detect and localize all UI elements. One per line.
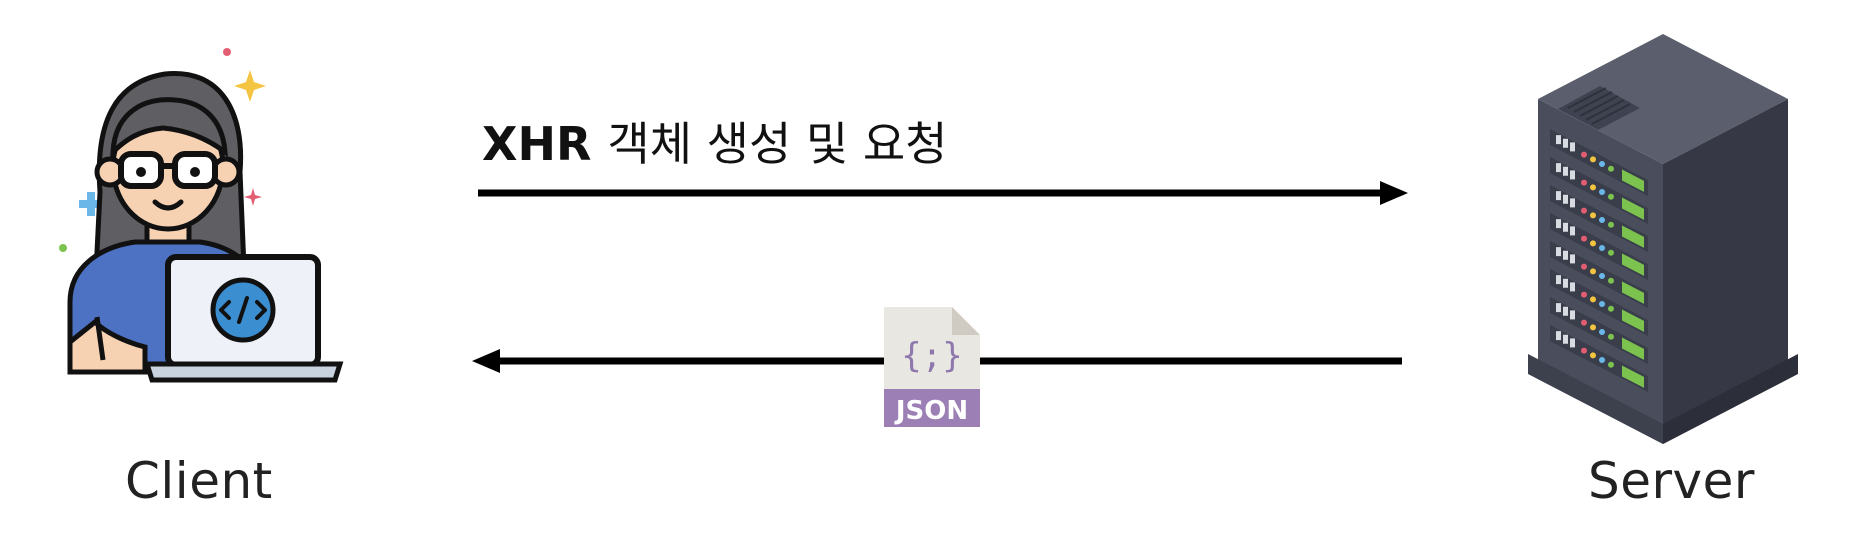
server-label: Server: [1588, 452, 1755, 510]
server-rack-icon: [1528, 34, 1798, 444]
request-label-prefix: XHR: [482, 117, 592, 171]
json-file-label: JSON: [894, 396, 968, 426]
developer-with-laptop-icon: [59, 48, 344, 383]
request-label: XHR 객체 생성 및 요청: [482, 108, 948, 174]
request-label-text: 객체 생성 및 요청: [607, 117, 948, 171]
json-file-icon: {;} JSON: [880, 303, 984, 431]
client-label: Client: [125, 452, 273, 510]
request-arrow: [478, 181, 1408, 205]
client-illustration: [55, 42, 345, 392]
server-illustration: [1528, 34, 1798, 444]
json-braces-symbol: {;}: [901, 336, 962, 376]
